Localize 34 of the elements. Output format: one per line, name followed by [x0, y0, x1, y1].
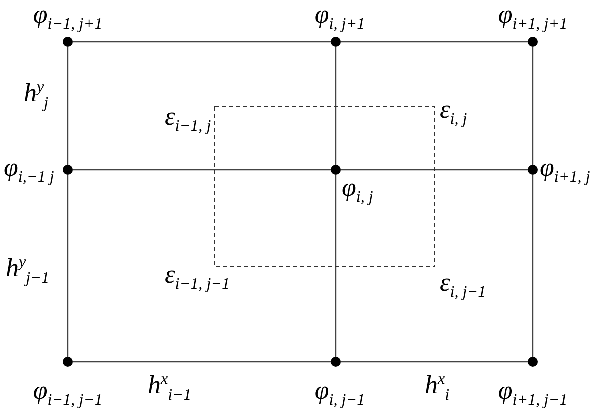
grid-point — [528, 357, 538, 367]
grid-line — [532, 175, 534, 357]
grid-line — [73, 169, 331, 171]
grid-line — [335, 175, 337, 357]
node-label: φ$_{i,−1 j}$ — [4, 155, 54, 186]
grid-point — [331, 37, 341, 47]
grid-point — [63, 357, 73, 367]
node-label: φ$_{i+1, j−1}$ — [498, 378, 568, 410]
grid-point — [528, 37, 538, 47]
grid-point — [63, 37, 73, 47]
grid-line — [73, 41, 331, 43]
grid-line — [73, 361, 331, 363]
math-label: ε$_{i, j}$ — [440, 97, 468, 128]
node-label: φ$_{i, j}$ — [342, 175, 374, 206]
grid-line — [341, 361, 528, 363]
grid-line — [335, 47, 337, 165]
node-label: φ$_{i, j−1}$ — [314, 378, 366, 410]
node-label: φ$_{i−1, j−1}$ — [33, 378, 103, 410]
math-label: ε$_{i, j−1}$ — [440, 270, 486, 302]
grid-point — [528, 165, 538, 175]
node-label: φ$_{i, j+1}$ — [314, 2, 366, 34]
grid-line — [67, 47, 69, 165]
node-label: φ$_{i+1, j+1}$ — [498, 2, 568, 34]
math-label: ε$_{i−1, j}$ — [165, 104, 212, 136]
node-label: φ$_{i−1, j+1}$ — [33, 2, 103, 34]
grid-point — [331, 165, 341, 175]
math-label: ε$_{i−1, j−1}$ — [165, 262, 230, 294]
grid-line — [532, 47, 534, 165]
node-label: φ$_{i+1, j}$ — [540, 155, 590, 186]
grid-line — [341, 169, 528, 171]
grid-line — [341, 41, 528, 43]
grid-line — [67, 175, 69, 357]
grid-point — [331, 357, 341, 367]
grid-point — [63, 165, 73, 175]
